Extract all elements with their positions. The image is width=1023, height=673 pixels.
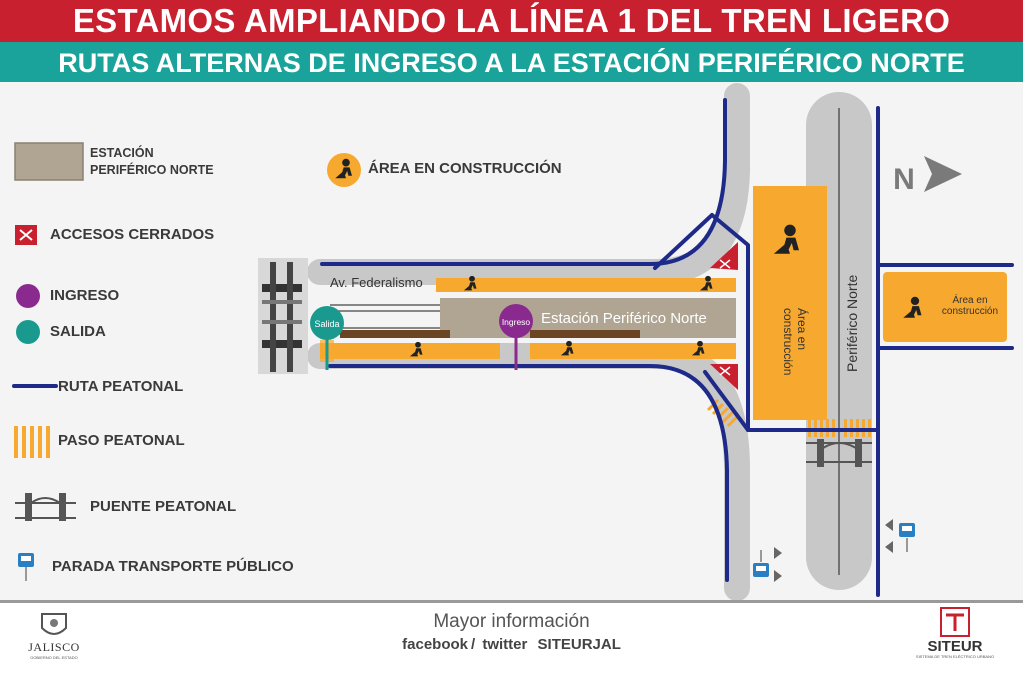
jalisco-logo-icon [41,613,67,635]
construction-strips [320,275,736,359]
svg-text:construcción: construcción [781,308,795,375]
entry-label: Ingreso [502,317,531,327]
federalismo-label: Av. Federalismo [330,275,423,290]
exit-dot-icon [16,320,40,344]
closed-access-marker-south [710,364,738,390]
construction-area-center [753,186,827,420]
construction-right-label-2: construcción [942,306,998,317]
social-links: facebook/ twitter SITEURJAL [402,636,621,653]
footbridge-icon [15,493,76,521]
legend-closed-label: ACCESOS CERRADOS [50,226,215,243]
jalisco-subtext: GOBIERNO DEL ESTADO [30,655,78,660]
exit-marker [310,306,344,370]
twitter-link[interactable]: twitter [482,636,528,653]
construction-icon [327,153,361,187]
jalisco-text: JALISCO [28,640,80,654]
siteurjal-handle: SITEURJAL [537,636,621,653]
pedestrian-routes [320,98,1014,597]
legend-route-label: RUTA PEATONAL [58,378,184,395]
siteur-text: SITEUR [927,638,983,655]
construction-area-right [883,272,1007,342]
legend-crosswalk-label: PASO PEATONAL [58,432,185,449]
entry-marker [499,304,533,370]
legend-entry-label: INGRESO [50,287,120,304]
north-arrow-icon [924,156,962,192]
legend-footbridge-label: PUENTE PEATONAL [90,498,237,515]
bus-stop-icon [18,553,34,581]
more-info-label: Mayor información [433,611,590,632]
station-label: Estación Periférico Norte [541,310,707,327]
facebook-link[interactable]: facebook [402,636,468,653]
siteur-subtext: SISTEMA DE TREN ELÉCTRICO URBANO [915,654,995,659]
closed-access-marker-north [710,242,738,270]
legend-station-label: ESTACIÓN PERIFÉRICO NORTE [90,146,214,177]
legend-exit-label: SALIDA [50,323,106,340]
footer [0,600,1023,673]
entry-dot-icon [16,284,40,308]
periferico-label: Periférico Norte [844,275,860,372]
closed-access-icon [15,225,37,245]
legend-construction-label: ÁREA EN CONSTRUCCIÓN [368,160,562,177]
footbridge-left [258,258,308,374]
legend-busstop-label: PARADA TRANSPORTE PÚBLICO [52,558,294,575]
footbridge-periferico [806,439,872,467]
subtitle-banner: RUTAS ALTERNAS DE INGRESO A LA ESTACIÓN … [0,42,1023,82]
construction-right-label-1: Área en [952,293,987,306]
station-swatch-icon [14,142,84,181]
bus-stop-map-2 [885,519,915,553]
rail-tracks [330,304,440,335]
lower-road [307,343,750,601]
exit-label: Salida [314,319,339,329]
north-label: N [893,163,915,196]
construction-center-label: Área en construcción [781,308,810,375]
federalismo-road [307,83,750,285]
crosswalk-icon [14,426,50,458]
bus-stop-map-1 [753,547,782,582]
main-title-banner: ESTAMOS AMPLIANDO LA LÍNEA 1 DEL TREN LI… [0,0,1023,42]
svg-text:Área en: Área en [795,308,810,350]
siteur-logo-icon [940,607,970,637]
